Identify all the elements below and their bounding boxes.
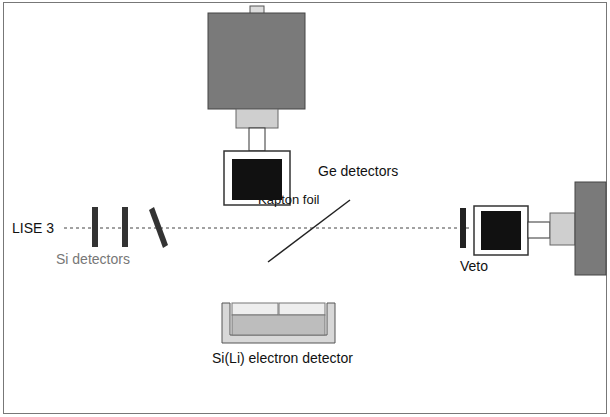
ge-detector-top <box>208 6 305 205</box>
si-detectors <box>92 207 168 248</box>
foil-label: Kapton foil <box>258 192 319 208</box>
kapton-foil <box>268 200 350 262</box>
detector-label: Si(Li) electron detector <box>212 350 353 366</box>
detector-label: Veto <box>460 258 488 274</box>
detector-label: Ge detectors <box>318 163 398 179</box>
beam-label: LISE 3 <box>12 220 54 236</box>
ge-detector-right <box>474 182 606 275</box>
frame <box>4 3 607 414</box>
sili-detector <box>222 303 335 343</box>
detector-label: Si detectors <box>56 251 130 267</box>
veto-detector <box>460 208 466 248</box>
